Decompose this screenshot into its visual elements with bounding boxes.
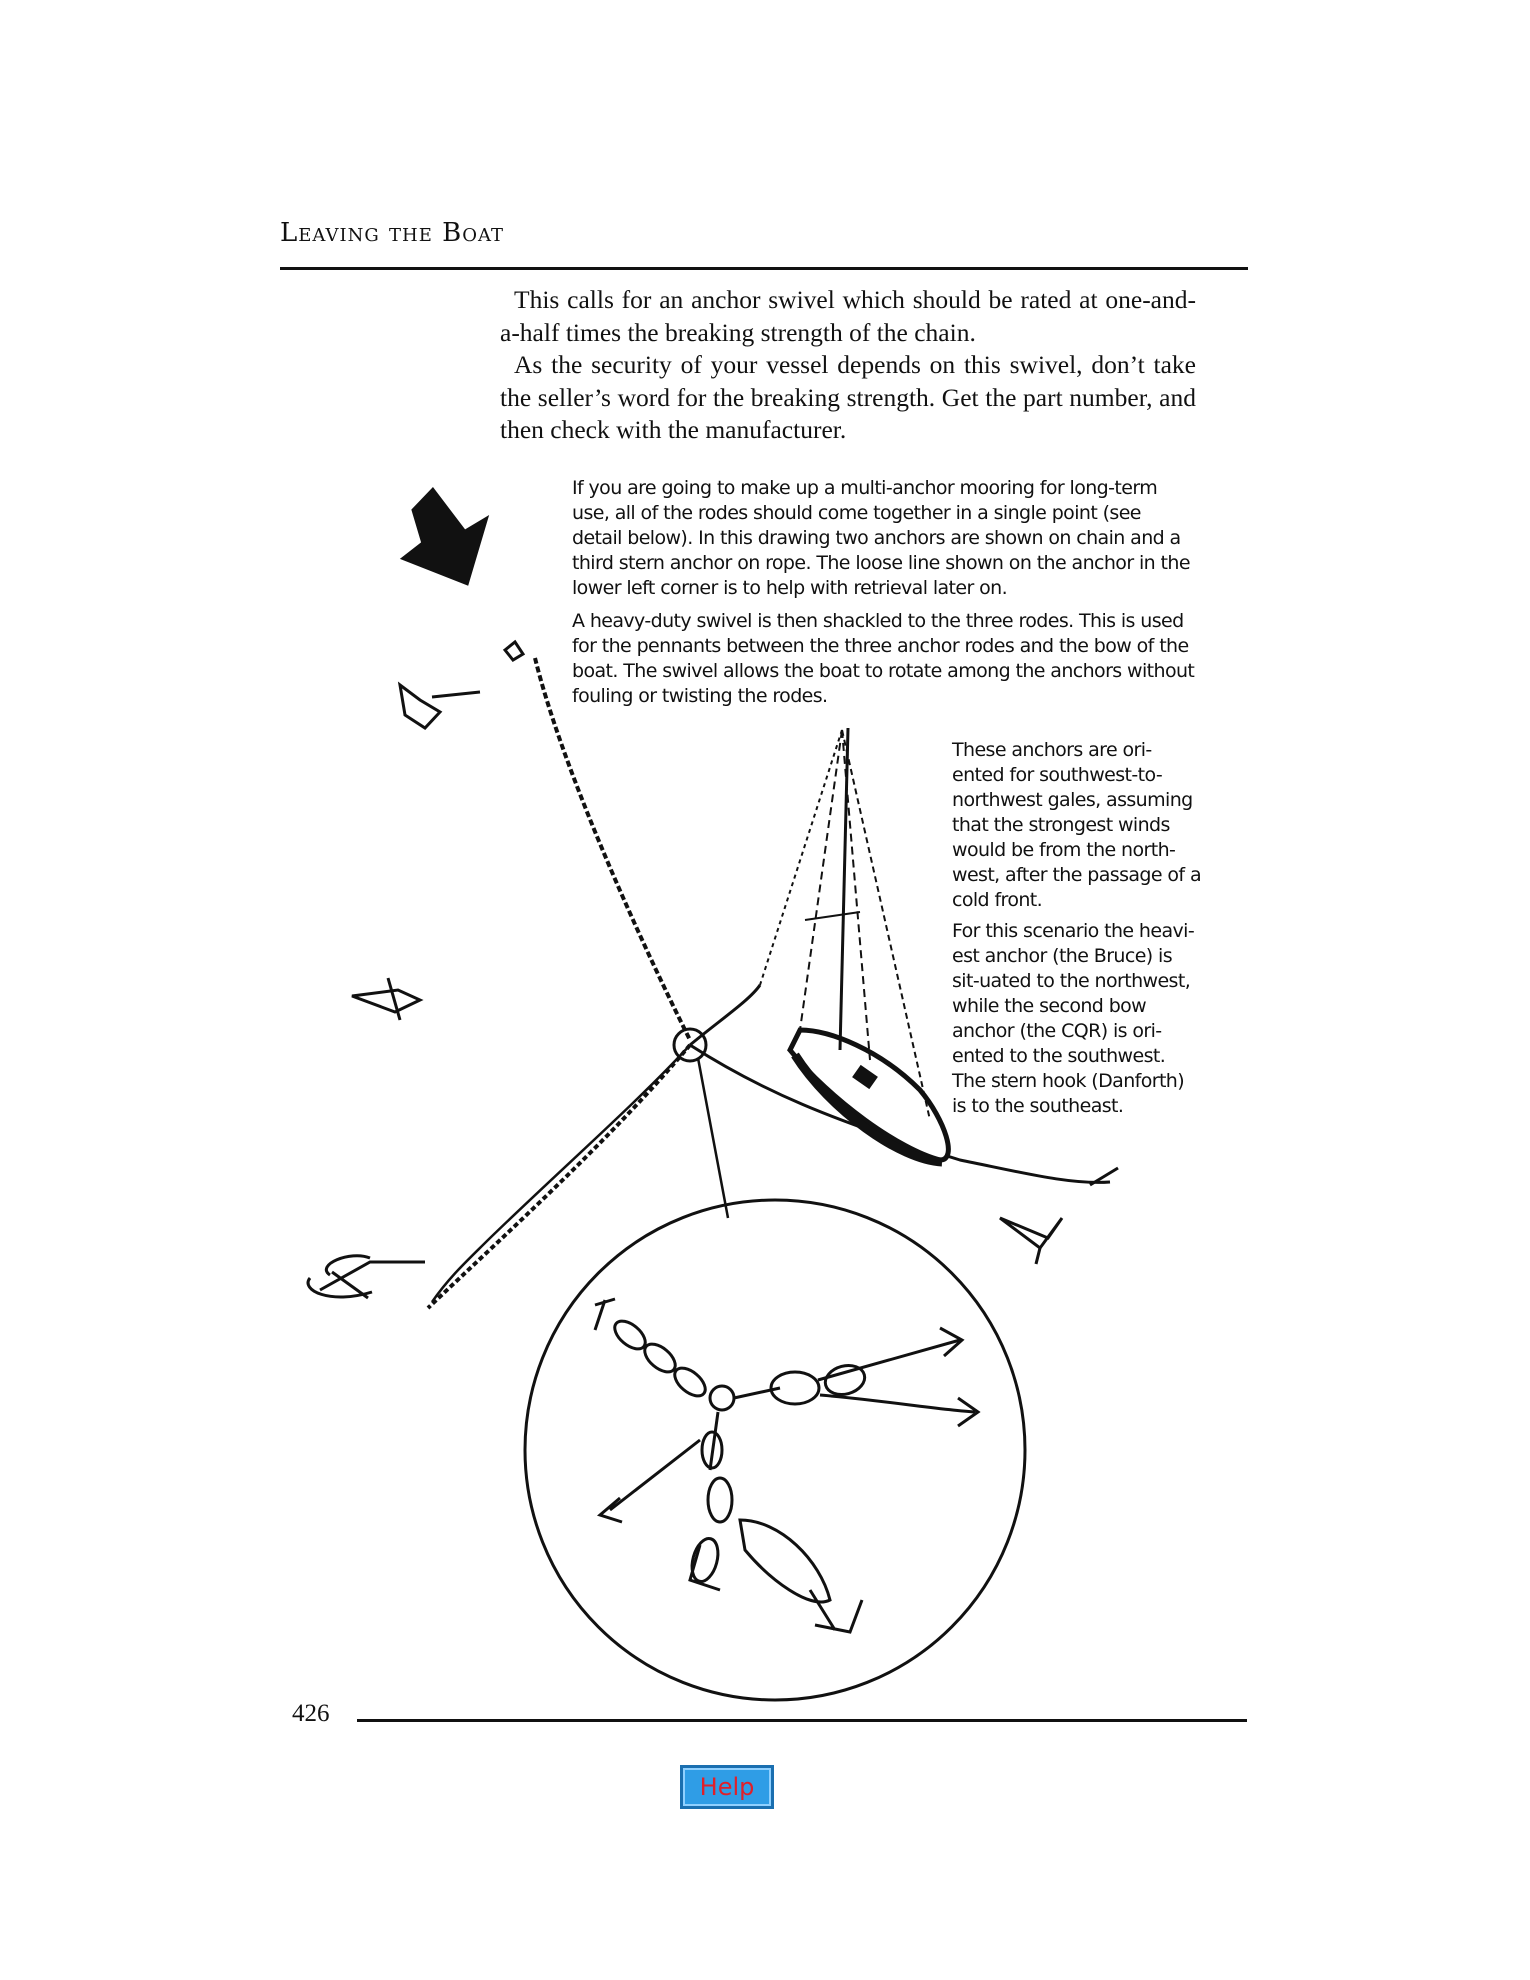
caption-anchor-orientation: These anchors are ori-ented for southwes… (952, 738, 1202, 1125)
caption-paragraph: For this scenario the heavi-est anchor (… (952, 920, 1195, 1117)
caption-paragraph: If you are going to make up a multi-anch… (572, 477, 1191, 599)
detail-circle (523, 1198, 1027, 1702)
body-paragraph: As the security of your vessel depends o… (500, 350, 1196, 444)
body-paragraph: This calls for an anchor swivel which sh… (500, 285, 1196, 347)
help-button[interactable]: Help (680, 1765, 774, 1809)
footer-rule (357, 1719, 1247, 1722)
west-anchor-icon (351, 977, 424, 1021)
northwest-anchor-icon (397, 639, 526, 730)
caption-mooring: If you are going to make up a multi-anch… (572, 476, 1196, 717)
page-number: 426 (292, 1700, 330, 1727)
header-rule (280, 267, 1248, 270)
caption-paragraph: A heavy-duty swivel is then shackled to … (572, 610, 1195, 707)
southwest-anchor-icon (306, 1254, 425, 1300)
swivel-marker (672, 1027, 708, 1063)
running-head: Leaving the Boat (280, 218, 505, 248)
sailboat-icon (759, 727, 951, 1167)
body-text: This calls for an anchor swivel which sh… (500, 284, 1196, 447)
caption-paragraph: These anchors are ori-ented for southwes… (952, 739, 1202, 911)
swivel-detail (593, 1297, 981, 1634)
detail-callout-line (696, 1057, 730, 1219)
wind-arrow-icon (399, 487, 490, 586)
